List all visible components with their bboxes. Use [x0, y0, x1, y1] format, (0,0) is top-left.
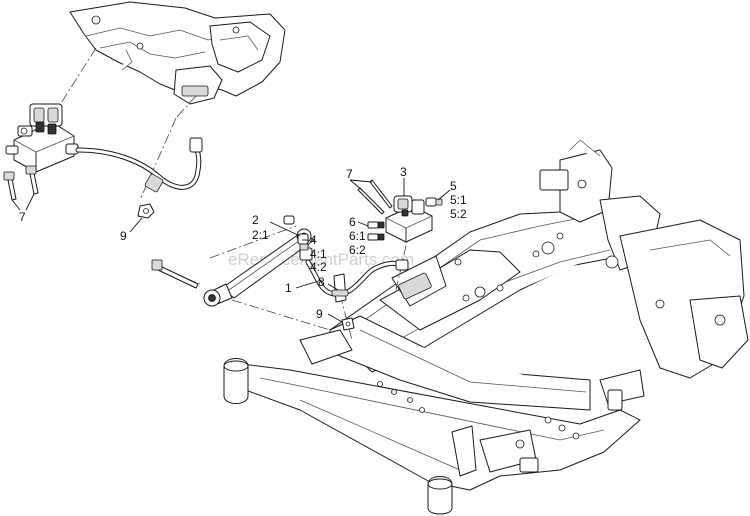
callout-6: 6: [349, 215, 356, 229]
left-valve-block: [5, 103, 79, 173]
phantom-line: [209, 225, 297, 259]
center-nut: [341, 317, 355, 331]
clamp-8: [331, 273, 349, 303]
phantom-line: [339, 293, 353, 341]
callout-7-left: 7: [19, 210, 26, 224]
fitting-4: [297, 233, 309, 251]
callout-9-center: 9: [316, 307, 323, 321]
callout-9-left: 9: [120, 229, 127, 243]
phantom-line: [231, 299, 331, 331]
upper-frame-detail: [69, 1, 286, 105]
callout-5-1: 5:1: [450, 193, 467, 207]
phantom-line: [57, 47, 97, 109]
callout-8: 8: [318, 275, 325, 289]
center-bolts-7: [357, 179, 393, 215]
callout-4: 4: [310, 233, 317, 247]
phantom-line: [395, 227, 411, 291]
left-hydraulic-hose: [75, 137, 203, 193]
fittings-6: [367, 221, 385, 241]
left-nut: [137, 203, 155, 219]
callout-3: 3: [400, 165, 407, 179]
main-frame: [223, 139, 749, 515]
left-bolts: [3, 165, 39, 201]
phantom-line: [175, 95, 197, 119]
callout-6-1: 6:1: [349, 229, 366, 243]
callout-7-center: 7: [346, 167, 353, 181]
callout-1: 1: [285, 281, 292, 295]
cylinder-bolt: [151, 259, 199, 289]
center-valve-block: [385, 195, 433, 243]
callout-6-2: 6:2: [349, 243, 366, 257]
callout-5-2: 5:2: [450, 207, 467, 221]
callout-4-2: 4:2: [310, 260, 327, 274]
callout-2-1: 2:1: [252, 228, 269, 242]
callout-5: 5: [450, 179, 457, 193]
callout-2: 2: [252, 213, 259, 227]
callout-4-1: 4:1: [310, 247, 327, 261]
fittings-5: [425, 197, 443, 207]
